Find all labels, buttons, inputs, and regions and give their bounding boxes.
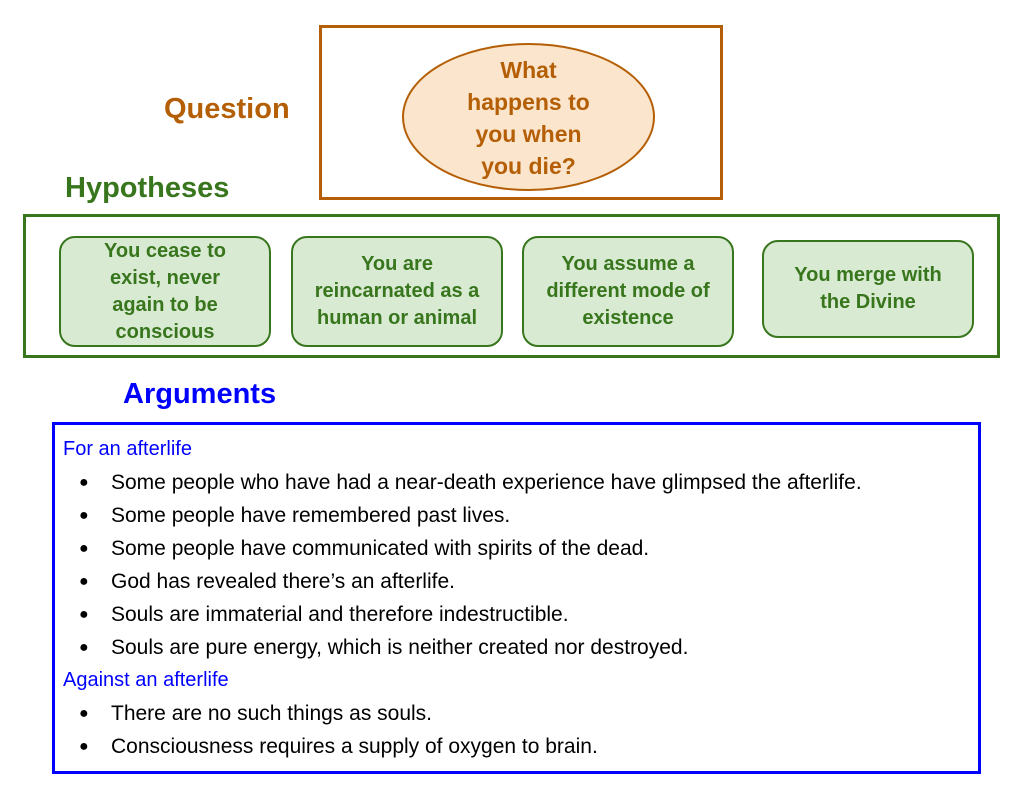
bullet-icon: ● — [79, 606, 89, 623]
argument-item: ● God has revealed there’s an afterlife. — [55, 565, 978, 598]
bullet-icon: ● — [79, 474, 89, 491]
argument-item: ● Some people who have had a near-death … — [55, 466, 978, 499]
question-ellipse: What happens to you when you die? — [402, 43, 655, 191]
bullet-icon: ● — [79, 573, 89, 590]
bullet-icon: ● — [79, 540, 89, 557]
argument-text: Some people have remembered past lives. — [111, 504, 511, 527]
question-text: What happens to you when you die? — [467, 57, 590, 179]
argument-item: ● Some people have communicated with spi… — [55, 532, 978, 565]
argument-text: Souls are immaterial and therefore indes… — [111, 603, 569, 626]
hypothesis-text: You cease to exist, never again to be co… — [104, 239, 226, 343]
arguments-for-label: For an afterlife — [63, 438, 192, 460]
argument-text: Some people have communicated with spiri… — [111, 537, 650, 560]
hypothesis-text: You assume a different mode of existence — [546, 253, 710, 329]
hypothesis-reincarnation: You are reincarnated as a human or anima… — [291, 236, 503, 347]
argument-item: ● Consciousness requires a supply of oxy… — [55, 730, 978, 763]
bullet-icon: ● — [79, 705, 89, 722]
hypothesis-different-mode: You assume a different mode of existence — [522, 236, 734, 347]
bullet-icon: ● — [79, 639, 89, 656]
hypothesis-cease-to-exist: You cease to exist, never again to be co… — [59, 236, 271, 347]
bullet-icon: ● — [79, 738, 89, 755]
arguments-against-label: Against an afterlife — [63, 669, 229, 691]
question-box — [319, 25, 723, 200]
argument-item: ● Some people have remembered past lives… — [55, 499, 978, 532]
argument-item: ● There are no such things as souls. — [55, 697, 978, 730]
question-label: Question — [164, 93, 290, 125]
argument-text: There are no such things as souls. — [111, 702, 433, 725]
argument-item: ● Souls are pure energy, which is neithe… — [55, 631, 978, 664]
argument-text: Consciousness requires a supply of oxyge… — [111, 735, 598, 758]
arguments-label: Arguments — [123, 378, 277, 410]
hypothesis-text: You are reincarnated as a human or anima… — [314, 253, 480, 329]
hypotheses-label: Hypotheses — [65, 172, 230, 204]
hypothesis-merge-divine: You merge with the Divine — [762, 240, 974, 338]
hypothesis-text: You merge with the Divine — [794, 264, 942, 313]
hypotheses-box — [23, 214, 1000, 358]
argument-text: Souls are pure energy, which is neither … — [111, 636, 689, 659]
argument-text: Some people who have had a near-death ex… — [111, 471, 862, 494]
argument-item: ● Souls are immaterial and therefore ind… — [55, 598, 978, 631]
bullet-icon: ● — [79, 507, 89, 524]
arguments-against-list: ● There are no such things as souls. ● C… — [55, 697, 978, 763]
arguments-box: For an afterlife ● Some people who have … — [52, 422, 981, 774]
argument-text: God has revealed there’s an afterlife. — [111, 570, 455, 593]
arguments-for-list: ● Some people who have had a near-death … — [55, 466, 978, 664]
arguments-content: For an afterlife ● Some people who have … — [55, 433, 978, 763]
